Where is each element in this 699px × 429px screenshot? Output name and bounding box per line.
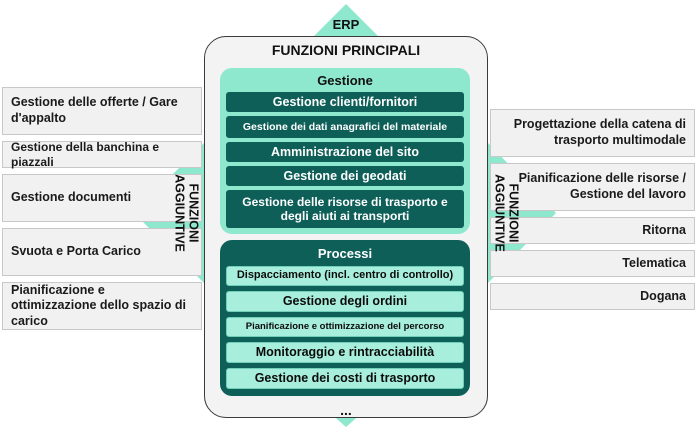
gestione-item-risorse: Gestione delle risorse di trasporto e de…	[226, 190, 464, 228]
right-side-label: FUNZIONI AGGIUNTIVE	[492, 174, 521, 252]
right-item-pianificazione: Pianificazione delle risorse / Gestione …	[490, 163, 695, 211]
right-item-progettazione: Progettazione della catena di trasporto …	[490, 109, 695, 157]
right-item-dogana: Dogana	[490, 283, 695, 310]
left-item-pianificazione: Pianificazione e ottimizzazione dello sp…	[2, 282, 202, 330]
left-item-documenti: Gestione documenti	[2, 174, 202, 222]
gestione-item-clienti: Gestione clienti/fornitori	[226, 92, 464, 112]
processi-item-costi: Gestione dei costi di trasporto	[226, 368, 464, 389]
gestione-item-geodati: Gestione dei geodati	[226, 166, 464, 186]
left-item-svuota: Svuota e Porta Carico	[2, 228, 202, 276]
erp-triangle	[312, 4, 380, 38]
processi-item-monitoraggio: Monitoraggio e rintracciabilità	[226, 342, 464, 363]
gestione-item-sito: Amministrazione del sito	[226, 142, 464, 162]
left-item-offerte: Gestione delle offerte / Gare d'appalto	[2, 87, 202, 135]
left-side-label: FUNZIONI AGGIUNTIVE	[172, 174, 201, 252]
main-title: FUNZIONI PRINCIPALI	[271, 42, 421, 58]
more-indicator: ...	[340, 402, 352, 418]
processi-title: Processi	[317, 246, 373, 261]
gestione-title: Gestione	[317, 73, 373, 88]
processi-item-percorso: Pianificazione e ottimizzazione del perc…	[226, 317, 464, 337]
processi-item-dispacciamento: Dispacciamento (incl. centro di controll…	[226, 266, 464, 286]
right-item-ritorna: Ritorna	[490, 217, 695, 244]
processi-item-ordini: Gestione degli ordini	[226, 291, 464, 312]
processi-panel: Processi Dispacciamento (incl. centro di…	[220, 240, 470, 396]
gestione-item-anagrafici: Gestione dei dati anagrafici del materia…	[226, 116, 464, 138]
right-item-telematica: Telematica	[490, 250, 695, 277]
erp-label: ERP	[332, 17, 360, 32]
gestione-panel: Gestione Gestione clienti/fornitori Gest…	[220, 68, 470, 234]
left-item-banchina: Gestione della banchina e piazzali	[2, 140, 202, 169]
